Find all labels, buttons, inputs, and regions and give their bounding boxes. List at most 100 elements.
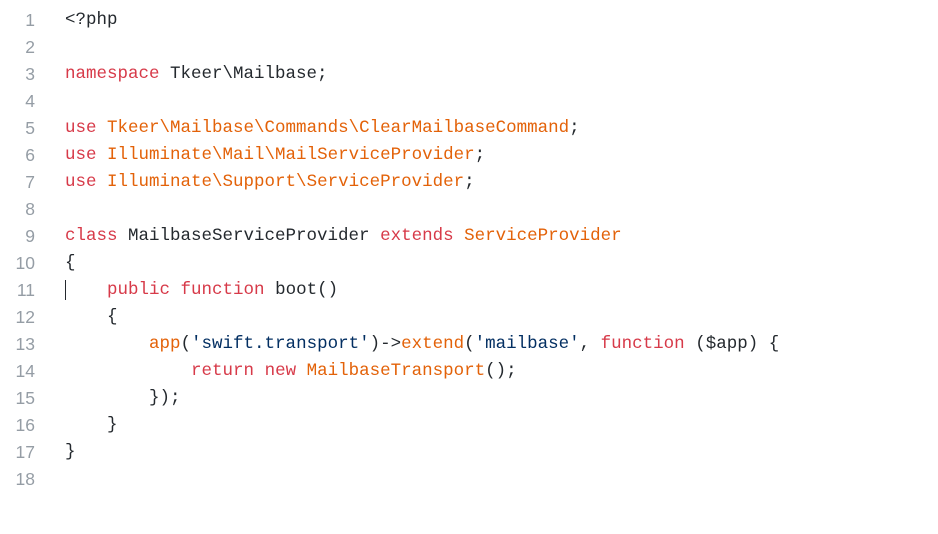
code-line[interactable]: 10 { [0,250,938,277]
keyword-token: use [65,172,97,192]
line-content[interactable]: use Illuminate\Mail\MailServiceProvider; [35,142,938,169]
text-token: ; [569,118,580,138]
text-cursor [65,280,66,300]
line-content[interactable]: app('swift.transport')->extend('mailbase… [35,331,938,358]
text-token: } [65,442,76,462]
code-line[interactable]: 14 return new MailbaseTransport(); [0,358,938,385]
line-number: 6 [25,145,35,165]
line-number: 10 [15,253,35,273]
text-token: boot() [264,280,339,300]
line-content[interactable]: public function boot() [35,277,938,304]
code-line[interactable]: 17} [0,439,938,466]
line-content[interactable]: use Tkeer\Mailbase\Commands\ClearMailbas… [35,115,938,142]
line-number: 8 [25,199,35,219]
keyword-token: use [65,145,97,165]
code-line[interactable]: 16 } [0,412,938,439]
entity-token: MailbaseTransport [306,361,486,381]
text-token: { [65,307,118,327]
text-token: ( [180,334,192,354]
line-number: 16 [15,415,35,435]
line-content[interactable]: { [35,304,938,331]
code-line[interactable]: 13 app('swift.transport')->extend('mailb… [0,331,938,358]
line-content[interactable]: } [35,439,938,466]
text-token [170,280,181,300]
text-token [65,361,191,381]
text-token [454,226,465,246]
text-token [65,334,149,354]
line-number: 3 [25,64,35,84]
keyword-token: class [65,226,118,246]
text-token: }); [65,388,181,408]
line-content[interactable]: return new MailbaseTransport(); [35,358,938,385]
code-line[interactable]: 15 }); [0,385,938,412]
text-token: } [65,415,118,435]
text-token: (); [485,361,517,381]
text-token [296,361,307,381]
string-token: 'mailbase' [474,334,580,354]
keyword-token: use [65,118,97,138]
code-line[interactable]: 11 public function boot() [0,277,938,304]
code-line[interactable]: 12 { [0,304,938,331]
line-number: 15 [15,388,35,408]
line-content[interactable]: { [35,250,938,277]
line-content[interactable]: }); [35,385,938,412]
entity-token: extend [401,334,465,354]
text-token: )-> [369,334,402,354]
line-content[interactable]: } [35,412,938,439]
code-line[interactable]: 8 [0,196,938,223]
entity-token: app [149,334,181,354]
line-number: 4 [25,91,35,111]
line-content[interactable] [35,88,938,115]
keyword-token: public [107,280,171,300]
line-content[interactable]: namespace Tkeer\Mailbase; [35,61,938,88]
line-number: 12 [15,307,35,327]
code-line[interactable]: 1 <?php [0,7,938,34]
entity-token: ServiceProvider [464,226,622,246]
text-token [254,361,265,381]
keyword-token: function [600,334,685,354]
text-token: { [65,253,76,273]
text-token: , [579,334,601,354]
line-number: 13 [15,334,35,354]
line-content[interactable]: class MailbaseServiceProvider extends Se… [35,223,938,250]
text-token: ; [474,145,486,165]
text-token [97,172,108,192]
line-number: 11 [16,280,35,300]
text-token [65,280,107,300]
line-content[interactable]: <?php [35,7,938,34]
text-token: MailbaseServiceProvider [117,226,381,246]
keyword-token: extends [380,226,454,246]
line-number: 2 [25,37,35,57]
text-token: ; [464,172,475,192]
code-line[interactable]: 4 [0,88,938,115]
keyword-token: namespace [65,64,160,84]
text-token: ( [464,334,475,354]
code-line[interactable]: 18 [0,466,938,493]
line-number: 1 [25,10,35,30]
line-content[interactable] [35,466,938,493]
line-content[interactable] [35,34,938,61]
line-number: 18 [15,469,35,489]
entity-token: Illuminate\Mail\MailServiceProvider [107,145,475,165]
text-token: Tkeer\Mailbase; [159,64,328,84]
entity-token: Illuminate\Support\ServiceProvider [107,172,465,192]
line-content[interactable]: use Illuminate\Support\ServiceProvider; [35,169,938,196]
text-token [97,145,108,165]
line-number: 17 [15,442,35,462]
line-number: 9 [25,226,35,246]
text-token [97,118,108,138]
line-number: 5 [25,118,35,138]
text-token: ($app) { [684,334,780,354]
text-token: <?php [65,10,118,30]
keyword-token: new [264,361,297,381]
line-content[interactable] [35,196,938,223]
entity-token: Tkeer\Mailbase\Commands\ClearMailbaseCom… [107,118,570,138]
code-line[interactable]: 2 [0,34,938,61]
keyword-token: return [191,361,255,381]
